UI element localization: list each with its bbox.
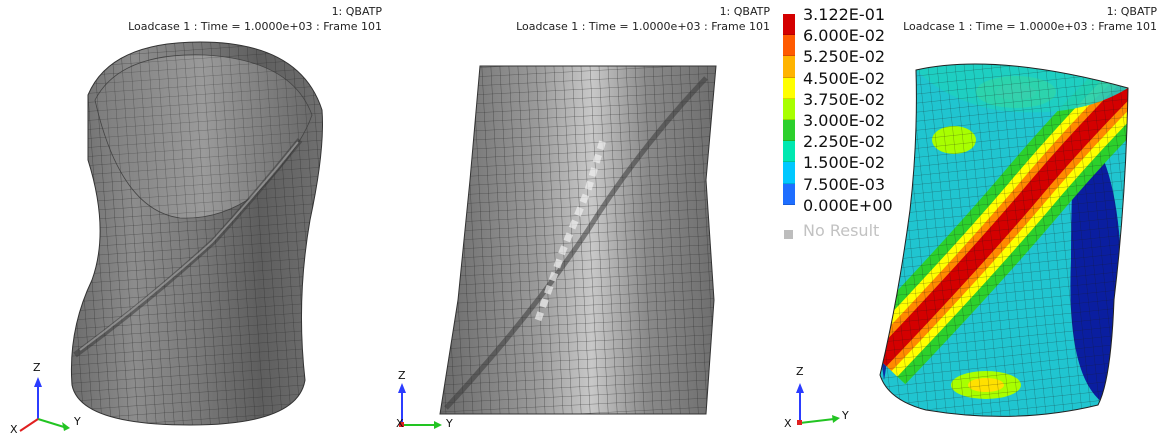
legend-entry-label: 2.250E-02 xyxy=(803,132,886,152)
legend-band xyxy=(783,56,795,78)
legend-entry-label: 1.500E-02 xyxy=(803,153,886,173)
z-axis-label: Z xyxy=(796,365,804,378)
legend-band xyxy=(783,119,795,142)
legend-band xyxy=(783,183,795,205)
legend-entry-label: 0.000E+00 xyxy=(803,195,893,215)
legend-color-bar xyxy=(783,14,795,205)
z-axis-label: Z xyxy=(398,369,406,382)
viewport-panel-2[interactable]: 1: QBATP Loadcase 1 : Time = 1.0000e+03 … xyxy=(388,0,776,437)
viewport-panel-1[interactable]: 1: QBATP Loadcase 1 : Time = 1.0000e+03 … xyxy=(0,0,388,437)
legend-band xyxy=(783,35,795,57)
frame-info: Loadcase 1 : Time = 1.0000e+03 : Frame 1… xyxy=(903,20,1157,33)
legend-band xyxy=(783,141,795,163)
legend-entry-label: 4.500E-02 xyxy=(803,68,886,88)
viewport-header: 1: QBATP Loadcase 1 : Time = 1.0000e+03 … xyxy=(516,4,770,34)
axis-triad: Z Y X xyxy=(0,357,90,437)
axis-triad: Z Y X xyxy=(776,357,866,437)
z-axis-label: Z xyxy=(33,361,41,374)
frame-info: Loadcase 1 : Time = 1.0000e+03 : Frame 1… xyxy=(516,20,770,33)
contour-cylinder-mesh[interactable] xyxy=(776,0,1163,437)
frame-info: Loadcase 1 : Time = 1.0000e+03 : Frame 1… xyxy=(128,20,382,33)
legend-entry-label: 6.000E-02 xyxy=(803,26,886,46)
legend-entry-label: 3.750E-02 xyxy=(803,89,886,109)
axis-triad: Z Y X xyxy=(388,357,478,437)
viewport-panel-3[interactable]: 1: QBATP Loadcase 1 : Time = 1.0000e+03 … xyxy=(776,0,1163,437)
legend-band xyxy=(783,77,795,99)
x-axis-label: X xyxy=(396,417,404,430)
legend-entry-label: 7.500E-03 xyxy=(803,174,886,194)
no-result-swatch xyxy=(784,230,793,239)
y-axis-label: Y xyxy=(842,409,849,422)
legend-entry-label: 3.122E-01 xyxy=(803,5,886,24)
x-axis-label: X xyxy=(784,417,792,430)
model-label: 1: QBATP xyxy=(1106,5,1157,18)
legend-entry-label: 3.000E-02 xyxy=(803,111,886,130)
deformed-panel-mesh[interactable] xyxy=(388,0,776,437)
legend-band xyxy=(783,162,795,184)
model-label: 1: QBATP xyxy=(719,5,770,18)
no-result-label: No Result xyxy=(803,221,880,240)
viewport-header: 1: QBATP Loadcase 1 : Time = 1.0000e+03 … xyxy=(128,4,382,34)
viewport-header: 1: QBATP Loadcase 1 : Time = 1.0000e+03 … xyxy=(903,4,1157,34)
legend-band xyxy=(783,98,795,120)
deformed-cylinder-mesh[interactable] xyxy=(0,0,388,437)
y-axis-label: Y xyxy=(446,417,453,430)
model-label: 1: QBATP xyxy=(331,5,382,18)
y-axis-label: Y xyxy=(74,415,81,428)
x-axis-label: X xyxy=(10,423,18,436)
legend-band xyxy=(783,14,795,36)
legend-entry-label: 5.250E-02 xyxy=(803,47,886,67)
